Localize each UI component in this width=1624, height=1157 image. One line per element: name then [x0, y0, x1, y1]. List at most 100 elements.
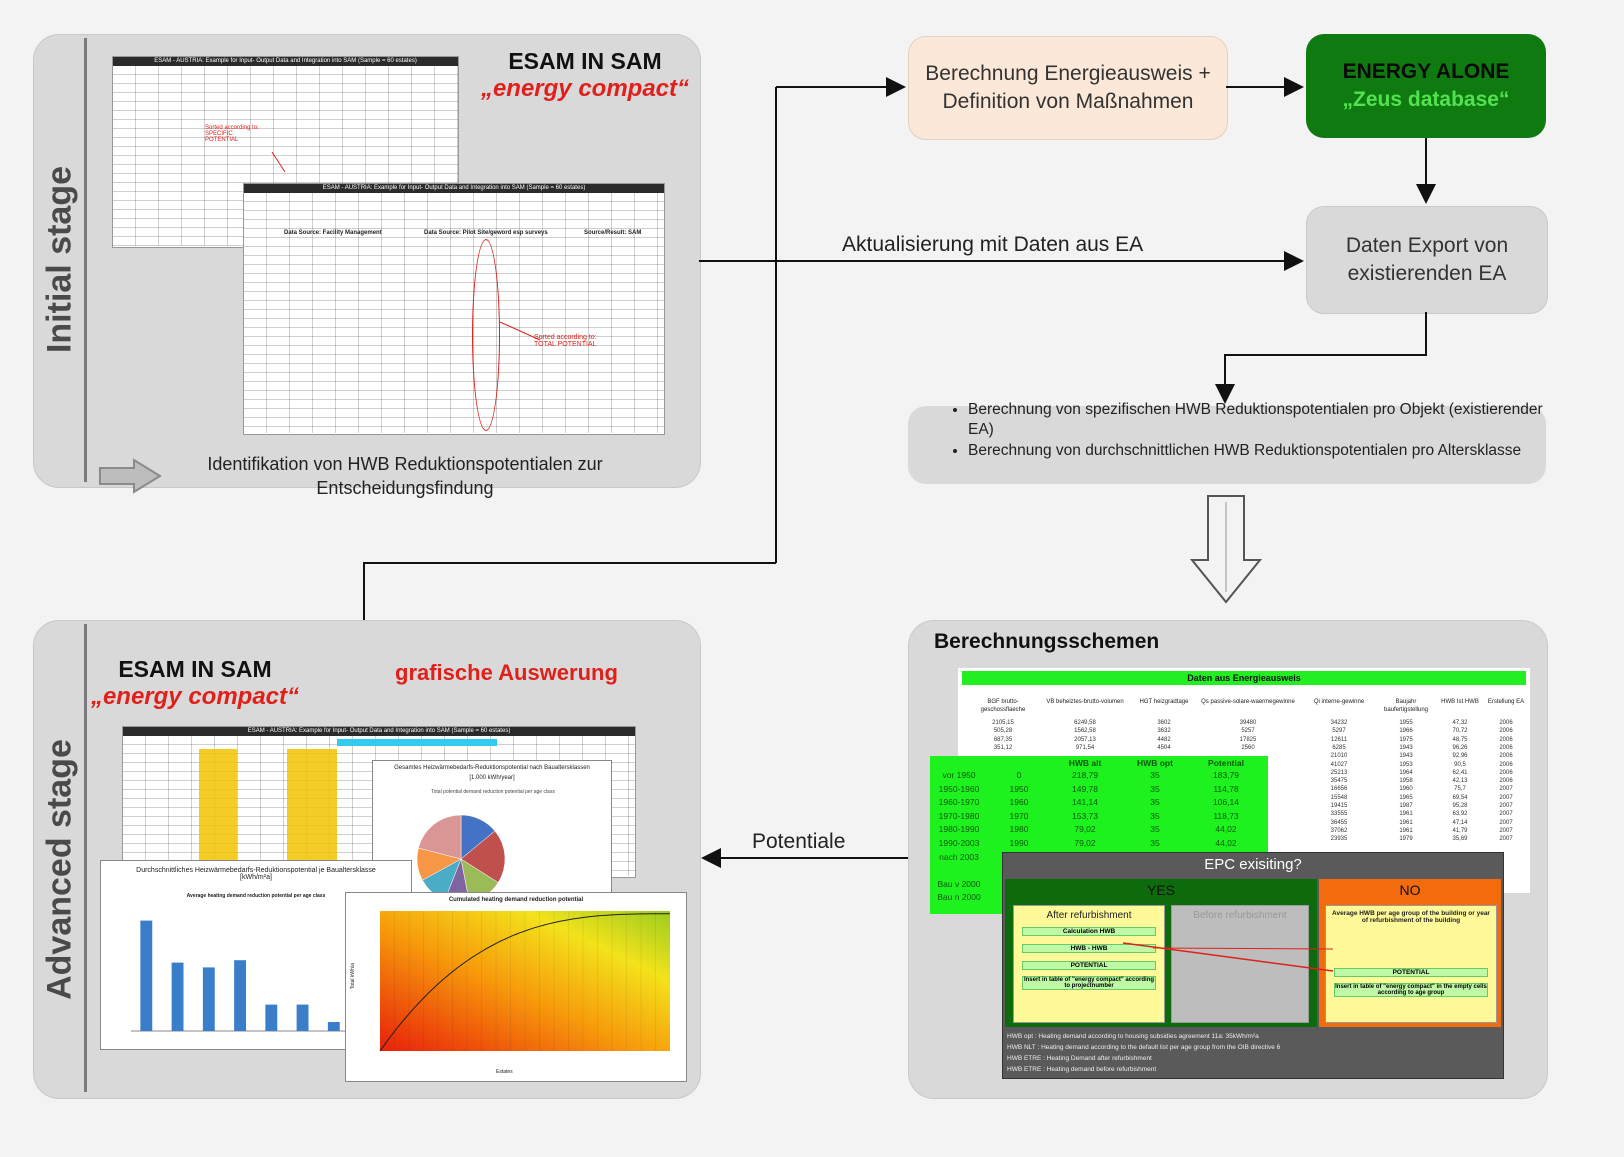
advanced-stage-divider: [84, 624, 87, 1092]
ea-column-header: VB beheiztes-brutto-volumen: [1046, 699, 1124, 705]
ea-cell: 1964: [1399, 769, 1413, 776]
ea-cell: 39480: [1239, 720, 1257, 726]
green-table-cell: 35: [1150, 824, 1160, 835]
sheet-subheader-sam: Source/Result: SAM: [584, 230, 642, 236]
ea-cell: 1961: [1399, 819, 1413, 826]
legend-line: HWB NLT : Heating demand according to th…: [1007, 1044, 1281, 1051]
epc-yes-column: YES After refurbishment Calculation HWB …: [1005, 879, 1317, 1027]
ea-cell: 1987: [1399, 803, 1413, 809]
ea-cell: 3602: [1157, 720, 1171, 726]
ea-cell: 16656: [1330, 786, 1348, 793]
ea-cell: 1966: [1399, 728, 1413, 735]
ea-cell: 1961: [1399, 827, 1413, 834]
ea-cell: 96,26: [1452, 744, 1468, 751]
ea-cell: 5257: [1241, 728, 1255, 735]
green-table-cell: 1970-1980: [938, 810, 980, 821]
green-table-cell: 1990-2003: [938, 838, 980, 848]
ea-cell: 2006: [1499, 728, 1513, 735]
bar: [327, 1022, 340, 1031]
green-table-cell: 106,14: [1213, 797, 1239, 808]
ea-cell: 70,72: [1452, 728, 1468, 735]
green-table-cell: 35: [1150, 783, 1160, 794]
ea-cell: 47,14: [1452, 819, 1468, 826]
ea-cell: 1562,58: [1074, 728, 1096, 735]
ea-cell: 1960: [1399, 786, 1413, 793]
insert-no-label: Insert in table of "energy compact" in t…: [1334, 983, 1488, 997]
ea-cell: 92,96: [1452, 753, 1468, 760]
highlight-ellipse: [472, 239, 500, 431]
ea-cell: 1943: [1399, 744, 1413, 751]
ea-table-header: Daten aus Energieausweis: [962, 671, 1526, 685]
ea-column-header: Qi interne-gewinne: [1313, 699, 1365, 705]
bullet-box: [908, 406, 1546, 484]
green-table-cell: Bau v 2000: [937, 878, 981, 889]
legend-line: HWB opt : Heating demand according to ho…: [1007, 1033, 1259, 1040]
ea-cell: 33555: [1330, 811, 1348, 818]
ea-cell: 5297: [1332, 728, 1346, 735]
after-refurb-label: After refurbishment: [1046, 910, 1132, 921]
green-table-cell: 35: [1150, 810, 1160, 821]
sheet-header: ESAM - AUSTRIA: Example for Input- Outpu…: [123, 727, 635, 736]
energy-alone-box: ENERGY ALONE „Zeus database“: [1306, 34, 1546, 138]
green-table-cell: 44,02: [1215, 824, 1237, 835]
sheet-note: Sorted according to: SPECIFIC POTENTIAL: [205, 125, 259, 143]
green-table-cell: 1960-1970: [938, 797, 980, 808]
ea-column-header: Erstellung EA: [1487, 699, 1525, 705]
yellow-column: [199, 749, 237, 875]
ea-cell: 3632: [1157, 728, 1171, 735]
initial-title-line2: „energy compact“: [480, 75, 690, 102]
ea-column-header: Baujahr baufertigstellung: [1383, 699, 1429, 713]
cyan-header: [337, 739, 497, 746]
bar-subtitle: Average heating demand reduction potenti…: [186, 893, 326, 899]
ea-cell: 4504: [1157, 744, 1171, 751]
ea-cell: 63,92: [1452, 811, 1468, 818]
ea-cell: 1953: [1399, 761, 1413, 768]
ea-column-header: HWB Ist HWB: [1441, 699, 1479, 705]
ea-cell: 1943: [1399, 753, 1413, 760]
daten-export-box: Daten Export von existierenden EA: [1306, 206, 1548, 314]
ea-cell: 2006: [1499, 761, 1513, 768]
update-arrow-label: Aktualisierung mit Daten aus EA: [842, 233, 1144, 256]
advanced-title-line2: „energy compact“: [90, 683, 300, 710]
ea-cell: 1975: [1399, 736, 1413, 743]
epc-no-label: NO: [1399, 882, 1421, 898]
green-table-cell: 114,78: [1213, 783, 1239, 794]
initial-caption: Identifikation von HWB Reduktionspotenti…: [207, 454, 603, 498]
yellow-column: [287, 749, 337, 875]
curve-grid: [394, 911, 656, 1051]
ea-cell: 75,7: [1454, 786, 1466, 793]
ea-column-header: BGF brutto-geschossflaeche: [980, 699, 1026, 713]
ea-cell: 69,54: [1452, 794, 1468, 801]
curve-chart: [379, 911, 670, 1052]
green-table-cell: 1980: [1009, 824, 1029, 835]
ea-column-header: HGT heizgradtage: [1139, 699, 1189, 705]
bar: [202, 967, 215, 1031]
ea-cell: 95,28: [1452, 803, 1468, 809]
green-table-cell: 1980-1990: [938, 824, 980, 835]
initial-title-line1: ESAM IN SAM: [508, 48, 662, 74]
ea-column-header: Qs passive-solare-waermegewinne: [1201, 699, 1295, 705]
ea-cell: 1961: [1399, 811, 1413, 818]
epc-red-arrows: [1122, 942, 1334, 972]
advanced-title-right: grafische Auswerung: [395, 660, 618, 685]
no-head-label: Average HWB per age group of the buildin…: [1332, 910, 1490, 924]
pie-slice: [418, 814, 462, 860]
energy-alone-line2: „Zeus database“: [1342, 88, 1510, 111]
ea-cell: 2007: [1499, 794, 1513, 801]
energy-alone-line1: ENERGY ALONE: [1342, 60, 1510, 83]
curve-xlabel: Estates: [496, 1069, 513, 1075]
ea-cell: 2057,13: [1074, 736, 1096, 743]
ea-cell: 21010: [1330, 753, 1348, 760]
legend-line: HWB ETRE : Heating Demand after refurbis…: [1007, 1055, 1152, 1062]
green-table-cell: HWB opt: [1137, 758, 1173, 768]
insert-yes-label: Insert in table of "energy compact" acco…: [1022, 976, 1156, 990]
initial-red-arrows: [271, 151, 541, 341]
arrow-right-icon: [99, 458, 162, 494]
ea-cell: 4482: [1157, 736, 1171, 743]
green-table-cell: 141,14: [1072, 797, 1098, 808]
green-table-cell: vor 1950: [942, 770, 976, 780]
ea-cell: 34232: [1330, 720, 1348, 726]
bar: [140, 920, 153, 1031]
before-refurb-box: Before refurbishment: [1171, 905, 1309, 1023]
before-refurb-label: Before refurbishment: [1193, 910, 1287, 921]
